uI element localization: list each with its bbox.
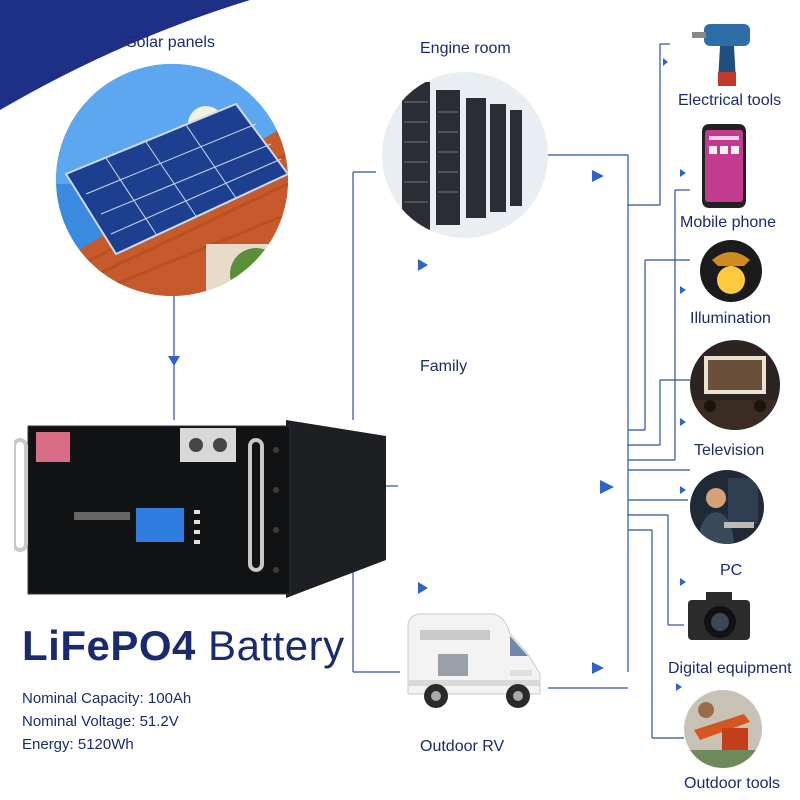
label-outdoor-rv: Outdoor RV <box>420 738 505 755</box>
spec-value: 100Ah <box>147 690 192 707</box>
product-title: LiFePO4 Battery <box>22 622 345 670</box>
television-icon <box>690 340 780 430</box>
battery-unit-image <box>12 420 386 600</box>
product-title-bold: LiFePO4 <box>22 622 196 669</box>
label-engine-room: Engine room <box>420 40 511 57</box>
mobile-phone-icon <box>700 122 752 212</box>
label-family: Family <box>420 358 468 375</box>
spec-value: 51.2V <box>139 713 179 730</box>
engine-room-image <box>382 72 548 238</box>
pc-icon <box>690 470 764 544</box>
spec-label: Energy: <box>22 736 74 753</box>
label-outdoor-tools: Outdoor tools <box>684 775 781 792</box>
spec-nominal-capacity: Nominal Capacity: 100Ah <box>22 690 191 707</box>
outdoor-rv-image <box>398 604 548 714</box>
spec-energy: Energy: 5120Wh <box>22 736 134 753</box>
spec-label: Nominal Voltage: <box>22 713 136 730</box>
label-television: Television <box>694 442 765 459</box>
solar-panels-image <box>56 64 288 296</box>
label-digital-equipment: Digital equipment <box>668 660 792 677</box>
light-bulb-icon <box>700 240 762 302</box>
drill-icon <box>690 10 762 90</box>
spec-nominal-voltage: Nominal Voltage: 51.2V <box>22 713 179 730</box>
label-pc: PC <box>720 562 743 579</box>
label-illumination: Illumination <box>690 310 771 327</box>
label-electrical-tools: Electrical tools <box>678 92 782 109</box>
product-title-light: Battery <box>195 622 345 669</box>
corner-decoration <box>0 0 250 110</box>
label-solar-panels: Solar panels <box>126 34 215 51</box>
label-mobile-phone: Mobile phone <box>680 214 777 231</box>
outdoor-tools-icon <box>684 690 762 768</box>
camera-icon <box>684 586 754 650</box>
spec-label: Nominal Capacity: <box>22 690 144 707</box>
spec-value: 5120Wh <box>77 736 134 753</box>
